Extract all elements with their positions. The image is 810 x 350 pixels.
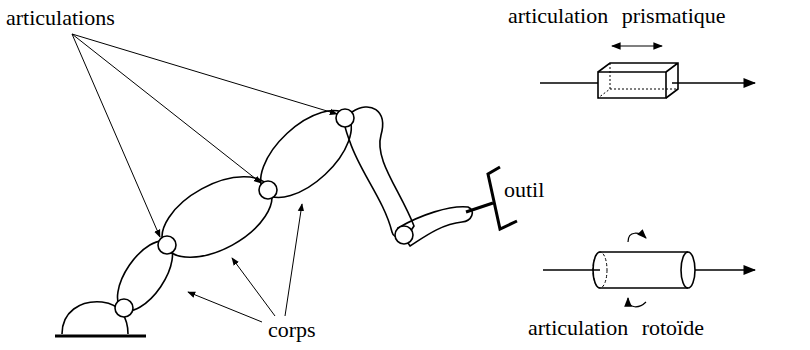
label-bodies: corps <box>268 318 316 342</box>
body <box>149 160 285 274</box>
joints <box>115 109 413 317</box>
leaders <box>72 34 337 322</box>
prismatic-symbol <box>540 46 755 98</box>
label-tool: outil <box>504 178 544 202</box>
body <box>246 95 366 212</box>
body <box>345 107 414 237</box>
body <box>107 232 183 320</box>
label-prismatic: articulation prismatique <box>508 4 726 28</box>
rotoid-symbol <box>543 233 755 307</box>
ground <box>55 335 146 338</box>
label-articulations: articulations <box>6 6 115 30</box>
label-rotoid: articulation rotoïde <box>528 316 704 340</box>
